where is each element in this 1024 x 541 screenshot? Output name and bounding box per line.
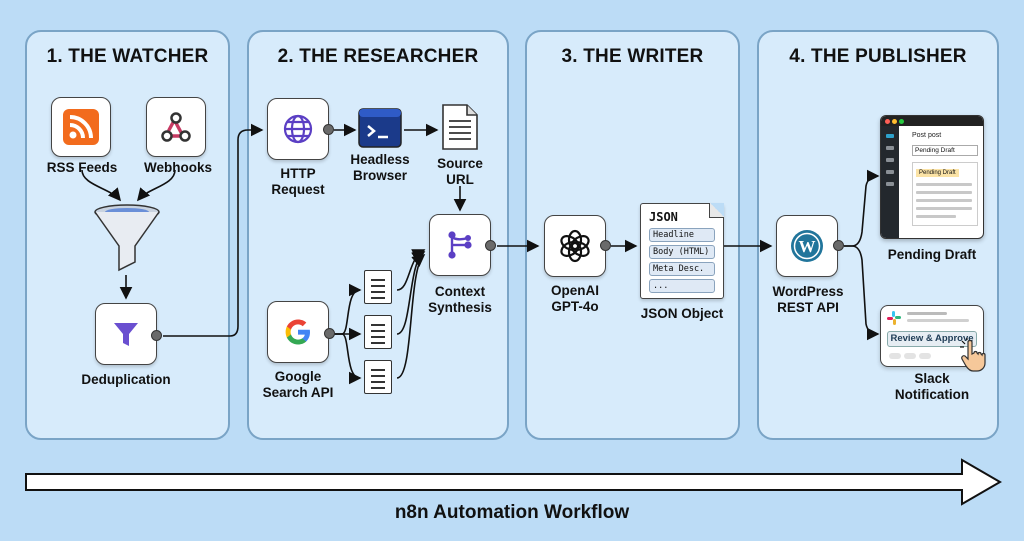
openai-label-2: GPT-4o: [551, 299, 599, 314]
context-synthesis-label-1: Context: [434, 284, 486, 299]
panel-title: 1. THE WATCHER: [46, 46, 209, 67]
source-url-label-1: Source: [437, 156, 483, 171]
slack-message-card: Review & Approve: [880, 305, 984, 367]
slack-icon: [887, 311, 901, 325]
context-synthesis-node[interactable]: [429, 214, 491, 276]
http-request-output-port[interactable]: [323, 124, 334, 135]
source-url-label-2: URL: [446, 172, 474, 187]
terminal-icon: [358, 108, 402, 148]
search-result-document-icon: [364, 360, 392, 394]
window-titlebar: [881, 116, 983, 126]
json-object-label: JSON Object: [640, 306, 724, 321]
merge-icon: [448, 231, 472, 259]
webhooks-node[interactable]: [146, 97, 206, 157]
http-request-label-2: Request: [271, 182, 325, 197]
wordpress-node[interactable]: W: [776, 215, 838, 277]
json-title: JSON: [649, 210, 678, 224]
wordpress-label-1: WordPress: [772, 284, 844, 299]
openai-label-1: OpenAI: [550, 283, 599, 298]
globe-icon: [283, 114, 313, 144]
wordpress-icon: W: [791, 230, 823, 262]
wp-status-input[interactable]: Pending Draft: [912, 145, 978, 156]
pointer-hand-icon: [960, 338, 986, 372]
webhook-icon: [161, 112, 191, 142]
funnel-icon: [94, 204, 160, 272]
context-synthesis-output-port[interactable]: [485, 240, 496, 251]
google-icon: [285, 319, 310, 345]
search-result-document-icon: [364, 270, 392, 304]
rss-icon: [63, 109, 99, 145]
google-search-output-port[interactable]: [324, 328, 335, 339]
google-search-label-2: Search API: [262, 385, 334, 400]
workflow-title: n8n Automation Workflow: [394, 502, 630, 523]
review-approve-button[interactable]: Review & Approve: [887, 331, 977, 347]
wp-admin-sidebar: [881, 126, 899, 238]
http-request-label-1: HTTP: [280, 166, 316, 181]
filter-icon: [114, 323, 138, 346]
svg-text:W: W: [799, 237, 816, 256]
rss-feeds-label: RSS Feeds: [46, 160, 118, 175]
minimize-dot: [892, 119, 897, 124]
json-field-headline: Headline: [649, 228, 715, 242]
json-field-meta: Meta Desc.: [649, 262, 715, 276]
wp-post-heading: Post post: [912, 132, 942, 139]
openai-icon: [560, 229, 590, 263]
panel-title: 2. THE RESEARCHER: [277, 46, 479, 67]
panel-title: 3. THE WRITER: [561, 46, 704, 67]
wp-status-badge: Pending Draft: [916, 169, 959, 177]
http-request-node[interactable]: [267, 98, 329, 160]
openai-output-port[interactable]: [600, 240, 611, 251]
webhooks-label: Webhooks: [143, 160, 212, 175]
wordpress-editor-window: Post post Pending Draft Pending Draft: [880, 115, 984, 239]
panel-title: 4. THE PUBLISHER: [789, 46, 967, 67]
json-object-card: JSON Headline Body (HTML) Meta Desc. ...: [640, 203, 724, 299]
json-field-body: Body (HTML): [649, 245, 715, 259]
close-dot: [885, 119, 890, 124]
google-search-node[interactable]: [267, 301, 329, 363]
deduplication-node[interactable]: [95, 303, 157, 365]
headless-browser-label-2: Browser: [352, 168, 408, 183]
search-result-document-icon: [364, 315, 392, 349]
openai-node[interactable]: [544, 215, 606, 277]
document-icon: [442, 104, 478, 150]
slack-notification-label-1: Slack: [914, 371, 950, 386]
wordpress-output-port[interactable]: [833, 240, 844, 251]
page-fold: [709, 203, 724, 218]
wordpress-label-2: REST API: [777, 300, 839, 315]
pending-draft-label: Pending Draft: [887, 247, 977, 262]
headless-browser-label-1: Headless: [350, 152, 410, 167]
deduplication-output-port[interactable]: [151, 330, 162, 341]
google-search-label-1: Google: [274, 369, 322, 384]
workflow-direction-arrow: [25, 458, 1002, 506]
deduplication-label: Deduplication: [81, 372, 171, 387]
rss-feeds-node[interactable]: [51, 97, 111, 157]
json-field-more: ...: [649, 279, 715, 293]
maximize-dot: [899, 119, 904, 124]
wp-content-box: Pending Draft: [912, 162, 978, 226]
context-synthesis-label-2: Synthesis: [428, 300, 492, 315]
slack-notification-label-2: Notification: [894, 387, 970, 402]
